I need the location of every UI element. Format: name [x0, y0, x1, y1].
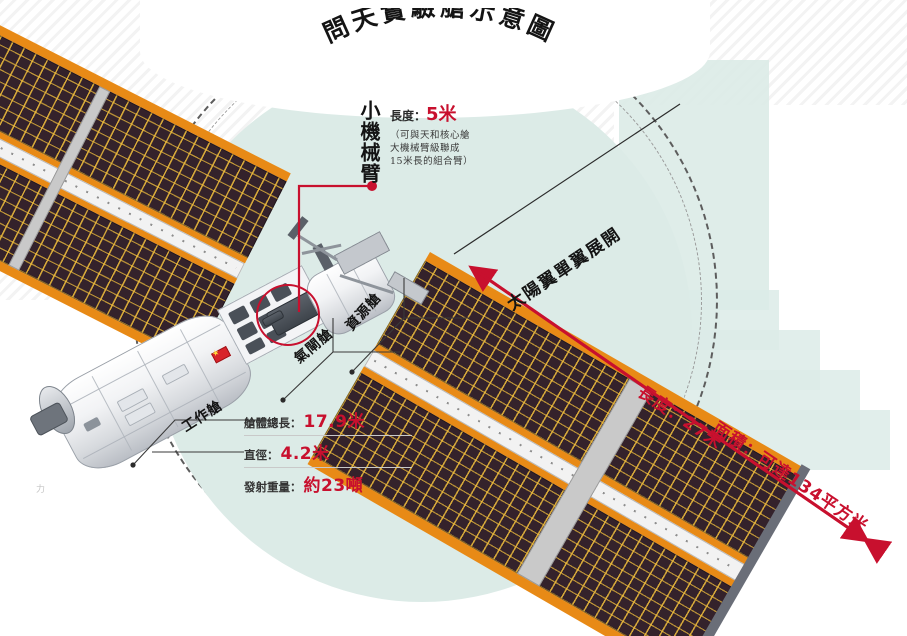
airlock-leader-dot: [280, 397, 286, 403]
spec-value-diameter: 4.2米: [280, 444, 330, 464]
spec-row-diameter: 直徑： 4.2米: [244, 435, 412, 467]
work-module-leader-dot: [130, 462, 136, 468]
spec-key-total-length: 艙體總長：: [244, 416, 302, 430]
spec-row-launch-mass: 發射重量： 約23噸: [244, 467, 412, 499]
wing-span-guide: [453, 103, 681, 255]
robotic-arm-length-key: 長度：: [390, 109, 427, 123]
arm-highlight-circle: [256, 284, 320, 346]
spec-key-launch-mass: 發射重量：: [244, 480, 302, 494]
watermark: 力: [36, 485, 46, 495]
arm-leader-path: [297, 184, 372, 312]
white-top-mask: [140, 0, 710, 118]
wing-length-arrow-b: [471, 266, 870, 543]
spec-key-diameter: 直徑：: [244, 448, 279, 462]
resource-leader-dot: [349, 369, 355, 375]
robotic-arm-note: （可與天和核心艙大機械臂級聯成15米長的組合臂）: [390, 130, 474, 167]
spec-value-launch-mass: 約23噸: [303, 476, 364, 496]
spec-value-total-length: 17.9米: [303, 412, 365, 432]
station-body: [28, 216, 460, 481]
robotic-arm-length-value: 5米: [426, 104, 457, 125]
robotic-arm-title: 小機械臂: [357, 100, 381, 184]
spec-row-total-length: 艙體總長： 17.9米: [244, 404, 412, 435]
robotic-arm-info: 長度：5米 （可與天和核心艙大機械臂級聯成15米長的組合臂）: [390, 100, 474, 168]
page-title: 問天實驗艙示意圖: [319, 8, 558, 48]
robotic-arm-length: 長度：5米: [390, 100, 472, 126]
spec-list: 艙體總長： 17.9米 直徑： 4.2米 發射重量： 約23噸: [244, 404, 412, 499]
work-module-leader: [132, 419, 272, 466]
